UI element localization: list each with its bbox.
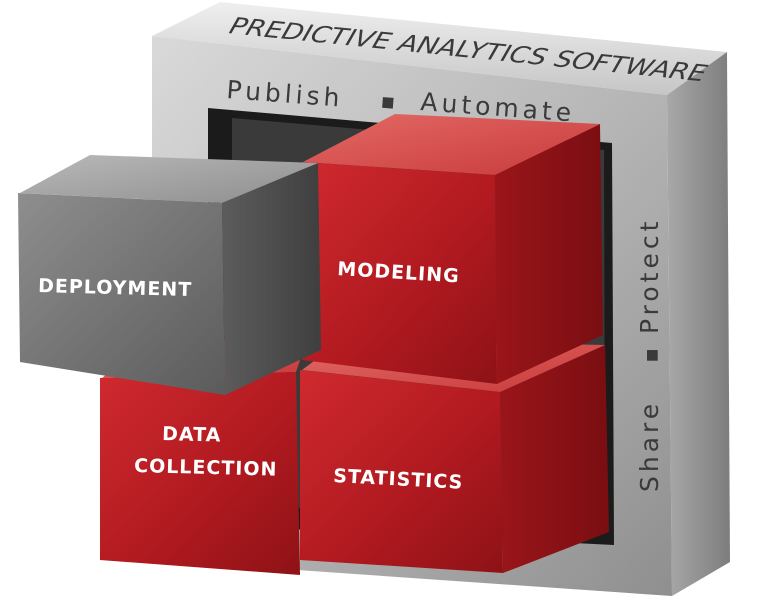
data-collection-label-line2: COLLECTION [134,455,278,481]
block-modeling: MODELING [302,114,603,384]
frame-top-face [152,2,727,95]
data-collection-label-line1: DATA [162,423,222,447]
frame-caption-separator-side: ■ [644,349,660,362]
frame-caption-share: Share [635,400,664,492]
modeling-front-face [302,162,497,384]
data-collection-front-face [100,372,300,575]
modeling-top-face [303,114,600,175]
frame-side-face [667,52,730,596]
deployment-label: DEPLOYMENT [38,275,193,301]
frame-caption-separator-top: ■ [381,94,395,111]
statistics-front-face [300,370,503,573]
deployment-front-face [18,193,225,395]
block-deployment: DEPLOYMENT [18,155,321,395]
frame-caption-protect: Protect [635,218,664,334]
modeling-side-face [495,124,603,384]
deployment-side-face [222,163,321,395]
statistics-side-face [500,345,609,573]
deployment-top-face [20,155,318,203]
